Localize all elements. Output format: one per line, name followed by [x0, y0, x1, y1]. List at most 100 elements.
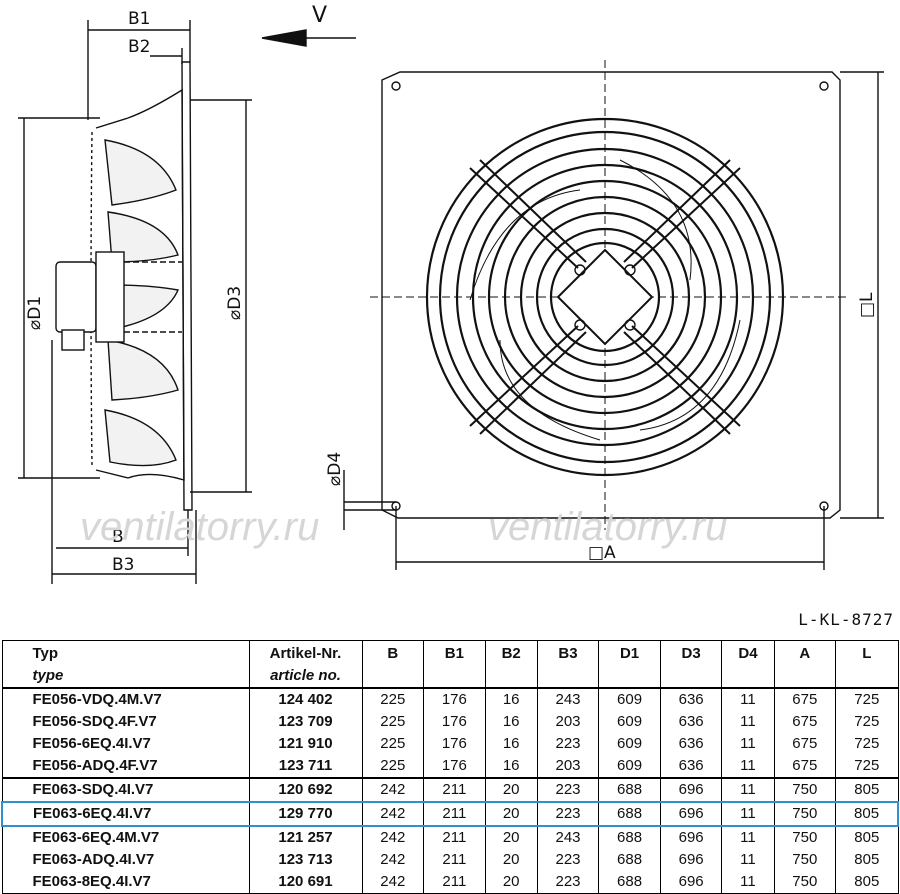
cell-typ: FE063-8EQ.4I.V7	[1, 871, 250, 894]
cell-value: 11	[721, 778, 775, 802]
cell-value: 11	[721, 711, 775, 733]
cell-value: 242	[361, 871, 425, 894]
cell-value: 176	[423, 688, 486, 711]
cell-value: 609	[598, 755, 661, 779]
cell-value: 225	[361, 755, 425, 779]
cell-value: 20	[484, 778, 538, 802]
cell-value: 225	[361, 733, 425, 755]
dimension-table: Typ type Artikel-Nr. article no. B B1 B2…	[1, 640, 900, 894]
cell-value: 805	[835, 778, 899, 802]
cell-typ: FE056-SDQ.4F.V7	[1, 711, 250, 733]
cell-value: 725	[835, 733, 899, 755]
cell-typ: FE063-SDQ.4I.V7	[1, 778, 250, 802]
cell-article: 124 402	[248, 688, 363, 711]
cell-value: 675	[773, 733, 837, 755]
cell-value: 696	[659, 801, 723, 827]
drawing-reference: L-KL-8727	[798, 610, 894, 629]
label-v: V	[312, 3, 327, 28]
cell-value: 176	[423, 711, 486, 733]
cell-value: 20	[484, 826, 538, 849]
cell-value: 675	[773, 711, 837, 733]
cell-value: 696	[659, 849, 723, 871]
cell-value: 223	[536, 733, 600, 755]
cell-typ: FE063-6EQ.4M.V7	[1, 826, 250, 849]
label-d4: ⌀D4	[325, 452, 345, 486]
cell-value: 242	[361, 826, 425, 849]
cell-value: 20	[484, 871, 538, 894]
cell-value: 16	[484, 755, 538, 779]
cell-value: 16	[484, 733, 538, 755]
cell-value: 223	[536, 801, 600, 827]
header-d1: D1	[598, 640, 661, 689]
front-view	[343, 60, 884, 570]
cell-value: 636	[659, 688, 723, 711]
cell-article: 123 709	[248, 711, 363, 733]
cell-value: 805	[835, 871, 899, 894]
label-d3: ⌀D3	[225, 286, 245, 320]
cell-value: 750	[773, 871, 837, 894]
cell-value: 20	[484, 849, 538, 871]
label-b3: B3	[112, 555, 134, 575]
header-a: A	[773, 640, 837, 689]
cell-value: 725	[835, 711, 899, 733]
cell-value: 11	[721, 733, 775, 755]
cell-article: 121 910	[248, 733, 363, 755]
cell-value: 225	[361, 711, 425, 733]
cell-typ: FE063-6EQ.4I.V7	[1, 801, 250, 827]
cell-value: 211	[423, 801, 486, 827]
cell-value: 11	[721, 826, 775, 849]
cell-value: 223	[536, 778, 600, 802]
header-typ: Typ type	[1, 640, 250, 689]
cell-value: 688	[598, 826, 661, 849]
label-b: B	[112, 527, 124, 547]
cell-value: 688	[598, 801, 661, 827]
cell-value: 176	[423, 733, 486, 755]
cell-value: 211	[423, 778, 486, 802]
cell-value: 696	[659, 826, 723, 849]
cell-typ: FE063-ADQ.4I.V7	[1, 849, 250, 871]
cell-value: 211	[423, 871, 486, 894]
side-view	[18, 20, 356, 584]
cell-value: 609	[598, 688, 661, 711]
cell-typ: FE056-VDQ.4M.V7	[1, 688, 250, 711]
cell-article: 123 711	[248, 755, 363, 779]
header-b3: B3	[536, 640, 600, 689]
table-header-row: Typ type Artikel-Nr. article no. B B1 B2…	[1, 640, 899, 689]
cell-value: 696	[659, 778, 723, 802]
cell-value: 11	[721, 688, 775, 711]
cell-value: 223	[536, 871, 600, 894]
header-d4: D4	[721, 640, 775, 689]
cell-value: 16	[484, 688, 538, 711]
header-b2: B2	[484, 640, 538, 689]
cell-value: 750	[773, 849, 837, 871]
cell-value: 176	[423, 755, 486, 779]
cell-value: 11	[721, 801, 775, 827]
cell-value: 242	[361, 778, 425, 802]
cell-value: 211	[423, 826, 486, 849]
cell-value: 211	[423, 849, 486, 871]
cell-value: 805	[835, 849, 899, 871]
cell-article: 120 691	[248, 871, 363, 894]
label-a: □A	[588, 543, 616, 563]
label-l: □L	[857, 292, 877, 318]
cell-value: 675	[773, 755, 837, 779]
cell-article: 120 692	[248, 778, 363, 802]
cell-value: 675	[773, 688, 837, 711]
cell-value: 11	[721, 871, 775, 894]
cell-value: 203	[536, 711, 600, 733]
cell-typ: FE056-ADQ.4F.V7	[1, 755, 250, 779]
cell-value: 636	[659, 733, 723, 755]
label-b2: B2	[128, 37, 150, 57]
cell-article: 121 257	[248, 826, 363, 849]
cell-value: 725	[835, 755, 899, 779]
technical-drawing: B1 B2 V ⌀D1 ⌀D3 B B3	[18, 3, 884, 584]
cell-value: 609	[598, 711, 661, 733]
